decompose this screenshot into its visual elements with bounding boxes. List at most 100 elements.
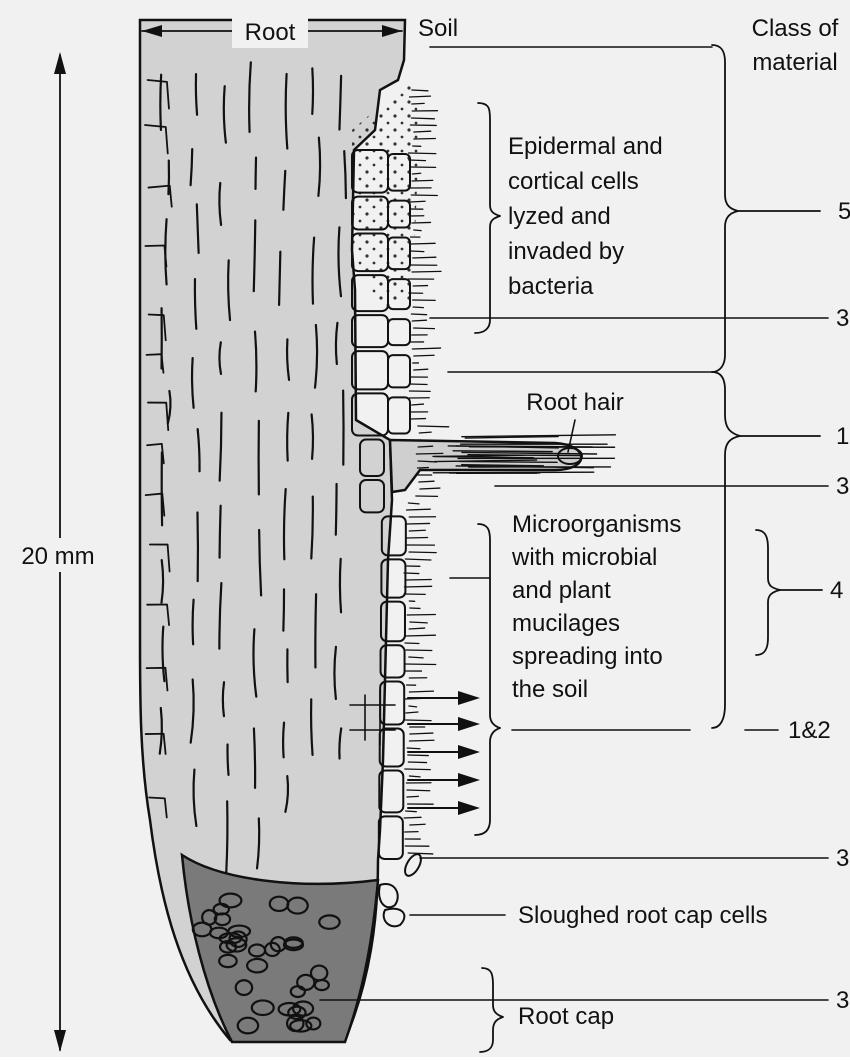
epidermal-annotation: Epidermal and cortical cells lyzed and i…: [475, 103, 669, 333]
soil-hatch: [409, 776, 420, 777]
soil-hatch: [409, 628, 425, 629]
tissue-stroke: [228, 744, 229, 774]
class-1-and-2: 1&2: [788, 717, 831, 744]
soil-hatch: [407, 523, 430, 524]
soil-hatch: [411, 314, 426, 315]
class-braces: [712, 45, 822, 728]
soil-hatch: [412, 173, 420, 174]
hair-fiber: [433, 472, 593, 473]
tissue-stroke: [287, 413, 288, 461]
tissue-stroke: [315, 594, 316, 667]
soil-hatch: [408, 755, 428, 756]
tissue-stroke: [279, 252, 280, 305]
epidermal-cell: [352, 351, 388, 389]
soil-hatch: [410, 733, 433, 734]
tissue-stroke: [283, 723, 284, 758]
microorganisms-annotation: Microorganisms with microbial and plant …: [475, 511, 688, 835]
soil-hatch: [410, 622, 427, 623]
soil-hatch: [411, 195, 437, 196]
cortical-cell: [388, 355, 410, 387]
soil-hatch: [410, 384, 427, 385]
tissue-stroke: [283, 589, 284, 630]
soil-hatch: [412, 348, 440, 349]
tissue-stroke: [168, 161, 169, 195]
tissue-stroke: [196, 74, 197, 115]
soil-hatch: [413, 257, 436, 258]
soil-hatch: [406, 811, 417, 812]
tissue-stroke: [223, 682, 224, 716]
soil-hatch: [406, 712, 418, 713]
soil-hatch: [409, 96, 430, 97]
tissue-stroke: [336, 484, 337, 535]
soil-hatch: [406, 720, 431, 721]
sloughed-label: Sloughed root cap cells: [518, 902, 768, 929]
soil-hatch: [420, 488, 440, 489]
class-3-c: 3: [836, 845, 849, 872]
microorganisms-text: Microorganisms with microbial and plant …: [511, 511, 688, 703]
soil-hatch: [414, 131, 431, 132]
epidermal-cell: [352, 315, 388, 347]
soil-hatch: [405, 635, 435, 636]
soil-hatch: [409, 530, 425, 531]
soil-hatch: [419, 481, 434, 482]
soil-hatch: [412, 103, 424, 104]
hair-fiber: [453, 451, 552, 452]
scale-dimension: 20 mm: [8, 52, 108, 1052]
soil-hatch: [407, 790, 430, 791]
cortical-cell: [388, 397, 410, 433]
soil-hatch: [408, 762, 426, 763]
soil-hatch: [405, 559, 430, 560]
soil-label: Soil: [418, 15, 458, 42]
class-5: 5: [838, 198, 850, 225]
root-label: Root: [245, 19, 296, 46]
tissue-stroke: [312, 68, 313, 114]
class-3-a: 3: [836, 305, 849, 332]
soil-hatch: [414, 230, 421, 231]
class-1: 1: [836, 423, 849, 450]
soil-hatch: [409, 552, 436, 553]
soil-hatch: [412, 404, 424, 405]
soil-hatch: [419, 440, 445, 441]
soil-hatch: [407, 509, 431, 510]
root-cap-annotation: Root cap: [480, 968, 614, 1052]
soil-hatch: [410, 824, 425, 825]
soil-hatch: [414, 328, 435, 329]
soil-hatch: [409, 160, 426, 161]
soil-hatch: [409, 706, 417, 707]
soil-hatch: [409, 153, 436, 154]
soil-hatch: [408, 503, 419, 504]
soil-hatch: [404, 586, 431, 587]
class-4: 4: [830, 577, 843, 604]
soil-hatch: [409, 740, 433, 741]
soil-hatch: [405, 769, 430, 770]
soil-hatch: [411, 251, 424, 252]
soil-hatch: [409, 657, 423, 658]
tissue-stroke: [160, 75, 161, 130]
soil-hatch: [416, 453, 442, 454]
soil-hatch: [412, 320, 426, 321]
soil-hatch: [418, 446, 433, 447]
soil-hatch: [407, 796, 418, 797]
class-3-d: 3: [836, 987, 849, 1014]
class-label-line2: material: [752, 49, 837, 76]
soil-hatch: [407, 748, 420, 749]
cortical-cell: [388, 319, 410, 345]
tissue-stroke: [220, 506, 221, 558]
soil-hatch: [413, 307, 423, 308]
class-3-b: 3: [836, 473, 849, 500]
epidermal-cell: [379, 816, 403, 859]
soil-hatch: [414, 369, 428, 370]
soil-hatch: [411, 118, 434, 119]
soil-hatch: [404, 817, 421, 818]
root-cap-label: Root cap: [518, 1003, 614, 1030]
soil-hatch: [412, 180, 433, 181]
soil-hatch: [419, 432, 431, 433]
flow-arrow-head: [458, 691, 480, 705]
soil-hatch: [418, 467, 429, 468]
soil-hatch: [410, 201, 425, 202]
tissue-stroke: [226, 801, 227, 873]
epidermal-text: Epidermal and cortical cells lyzed and i…: [508, 133, 669, 300]
flow-arrow-head: [458, 717, 480, 731]
soil-hatch: [404, 573, 419, 574]
tissue-stroke: [340, 559, 341, 612]
